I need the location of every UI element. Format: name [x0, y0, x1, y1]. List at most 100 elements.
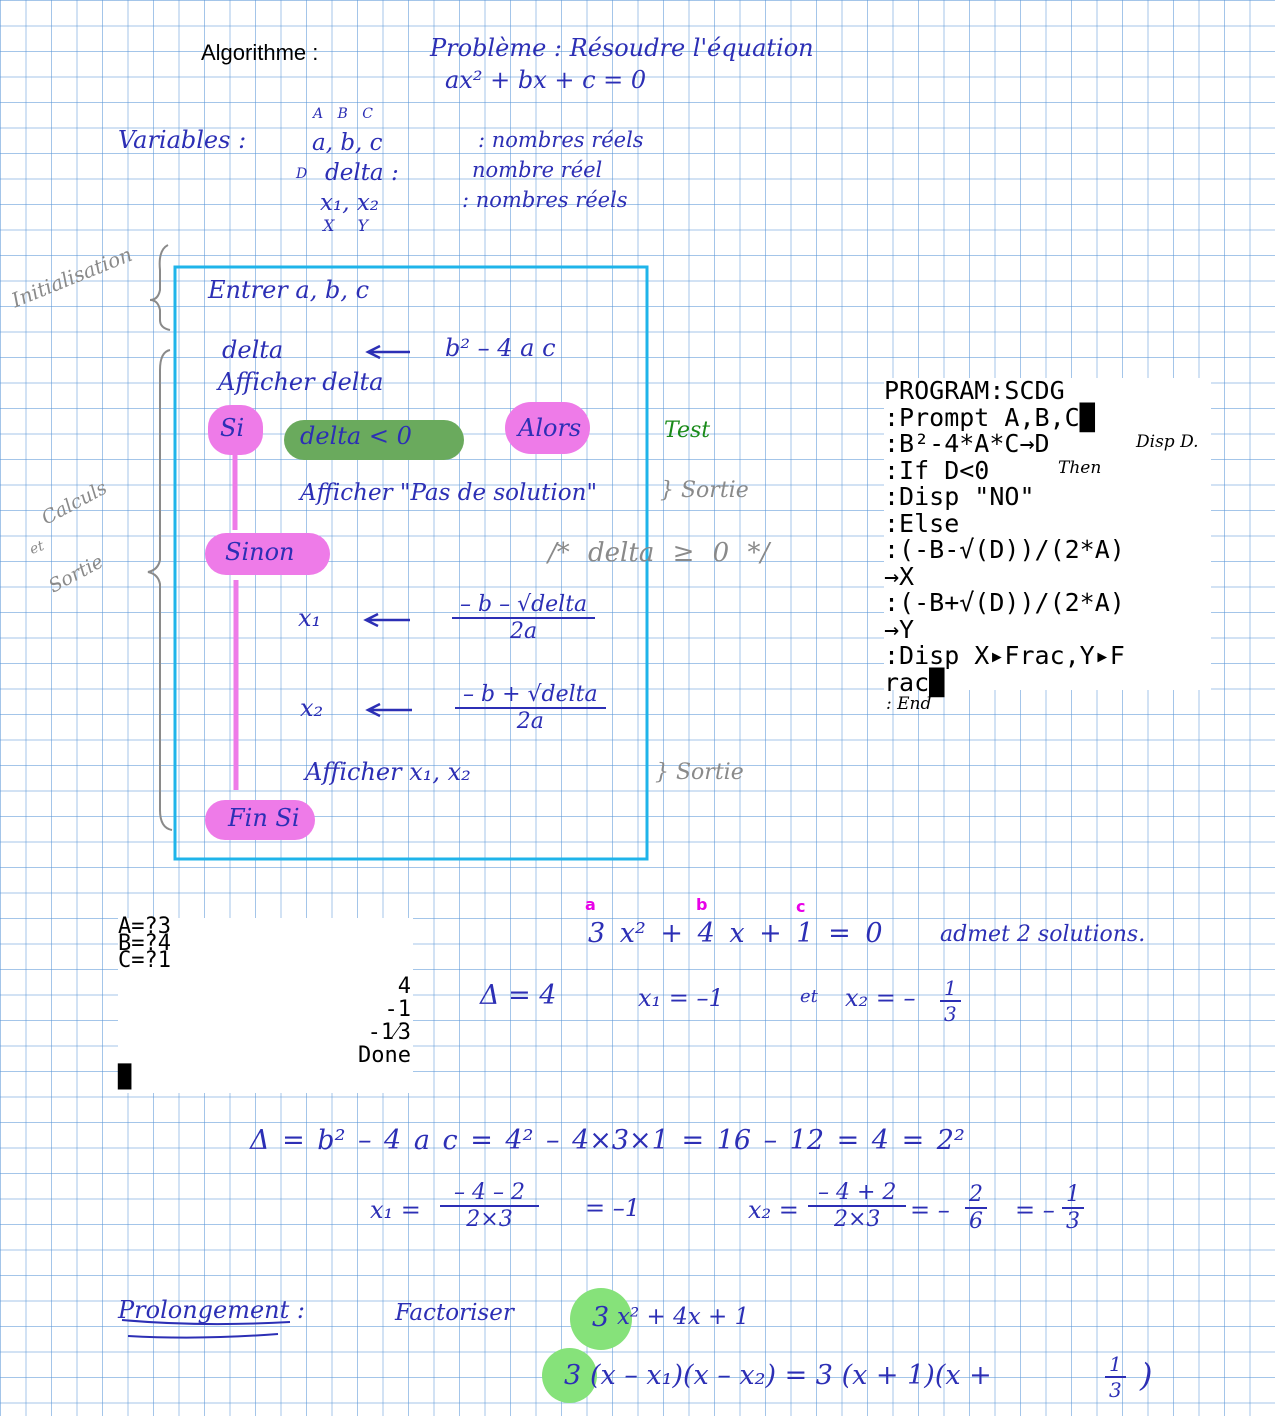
- work-x1-label: x₁ =: [370, 1196, 421, 1224]
- x1-numerator: – b – √delta: [452, 592, 596, 619]
- variables-row2-mark: D: [296, 166, 308, 182]
- program-line: :(-B-√(D))/(2*A): [884, 535, 1125, 564]
- algo-condition: delta < 0: [300, 422, 412, 450]
- program-line: PROGRAM:SCDG: [884, 376, 1065, 405]
- variables-row1-type: : nombres réels: [478, 128, 644, 152]
- program-note-disp: Disp D.: [1136, 432, 1199, 452]
- prolongement-coef: 3: [592, 1302, 610, 1333]
- prolongement-label: Prolongement :: [118, 1296, 305, 1324]
- algo-fin-si: Fin Si: [228, 804, 300, 832]
- si-highlight: [208, 405, 263, 455]
- program-line: :Disp X▸Frac,Y▸F: [884, 641, 1125, 670]
- prolongement-poly-rest: x² + 4x + 1: [617, 1304, 750, 1330]
- program-line: →X: [884, 561, 915, 591]
- program-note-then: Then: [1058, 458, 1102, 478]
- program-line: :If D<0: [884, 455, 990, 485]
- arrow-x2: [365, 702, 412, 718]
- label-sortie-2: } Sortie: [655, 760, 744, 785]
- example-statement: admet 2 solutions.: [940, 922, 1146, 947]
- page-title: Algorithme :: [201, 40, 319, 65]
- prolongement-factored: (x – x₁)(x – x₂) = 3 (x + 1)(x +: [590, 1360, 992, 1391]
- work-x2-res-den: 3: [1066, 1209, 1080, 1234]
- program-line: :B²-4*A*C→D: [884, 429, 1050, 458]
- example-x2-num: 1: [940, 976, 961, 1002]
- program-line: :Disp "NO": [884, 482, 1035, 511]
- example-equation: 3 x² + 4 x + 1 = 0: [588, 918, 883, 949]
- work-x2-res-num: 1: [1062, 1182, 1084, 1209]
- work-x1-den: 2×3: [466, 1207, 513, 1232]
- arrow-delta: [365, 344, 410, 360]
- example-x1: x₁ = –1: [638, 984, 724, 1012]
- prolongement-underline: [121, 1319, 291, 1326]
- prolongement-frac-den: 3: [1109, 1378, 1122, 1402]
- sinon-highlight: [205, 533, 330, 575]
- example-et: et: [800, 986, 818, 1007]
- probleme-line1: Problème : Résoudre l'équation: [430, 34, 814, 62]
- coef-highlight: [570, 1288, 632, 1350]
- brace-calculs: [147, 349, 173, 831]
- fin-si-highlight: [205, 800, 315, 840]
- variables-row2: delta :: [325, 160, 399, 186]
- condition-highlight: [284, 420, 464, 460]
- example-label-b: b: [696, 895, 708, 914]
- example-x2-den: 3: [944, 1002, 957, 1026]
- variables-row3: x₁, x₂: [320, 190, 380, 216]
- output-prompt: B=?4: [118, 931, 171, 956]
- algo-x2-label: x₂: [300, 694, 324, 722]
- variables-row3-type: : nombres réels: [462, 188, 628, 212]
- example-label-c: c: [796, 897, 806, 916]
- algo-afficher-pas: Afficher "Pas de solution": [300, 480, 598, 506]
- prolongement-frac-num: 1: [1105, 1352, 1126, 1378]
- prolongement-underline-2: [127, 1333, 279, 1339]
- probleme-line2: ax² + bx + c = 0: [445, 66, 647, 94]
- output-result: -1⁄3: [367, 1020, 411, 1045]
- work-x2-mid-num: 2: [965, 1182, 987, 1209]
- example-label-a: a: [585, 895, 596, 914]
- work-x2-eq2: = –: [1015, 1196, 1055, 1224]
- work-x2-label: x₂ =: [748, 1196, 799, 1224]
- output-prompt: C=?1: [118, 948, 171, 973]
- prolongement-close: ): [1140, 1356, 1153, 1394]
- output-result: -1: [384, 997, 412, 1022]
- variables-row2-type: nombre réel: [472, 158, 603, 182]
- output-result: 4: [397, 974, 411, 999]
- algo-entrer: Entrer a, b, c: [208, 276, 370, 304]
- work-x2-mid-den: 6: [969, 1209, 983, 1234]
- variables-letters-abc: A B C: [313, 106, 374, 122]
- example-delta: Δ = 4: [480, 980, 557, 1011]
- program-line: rac█: [884, 667, 945, 697]
- algo-sinon: Sinon: [225, 538, 295, 566]
- work-x1-num: – 4 – 2: [440, 1180, 539, 1207]
- alors-highlight: [505, 402, 590, 454]
- arrow-x1: [363, 612, 410, 628]
- algo-delta-right: b² – 4 a c: [445, 334, 556, 362]
- coef2-highlight: [542, 1348, 597, 1403]
- brace-initialisation: [149, 244, 171, 331]
- work-x2-num: – 4 + 2: [808, 1180, 907, 1207]
- algo-afficher-delta: Afficher delta: [218, 368, 384, 396]
- algorithm-box: [173, 265, 649, 861]
- program-line: :Else: [884, 508, 960, 538]
- x2-numerator: – b + √delta: [455, 682, 606, 709]
- x1-denominator: 2a: [510, 619, 538, 644]
- program-end: : End: [886, 694, 932, 714]
- output-result: Done: [358, 1043, 411, 1068]
- example-x2: x₂ = –: [845, 984, 916, 1012]
- variables-label: Variables :: [118, 126, 247, 154]
- program-line: →Y: [884, 614, 915, 644]
- work-x2-eq1: = –: [910, 1196, 950, 1224]
- algo-comment: /* delta ≥ 0 */: [548, 538, 770, 568]
- prolongement-coef2: 3: [564, 1360, 582, 1391]
- program-line: :(-B+√(D))/(2*A): [884, 588, 1125, 617]
- algo-afficher-x: Afficher x₁, x₂: [305, 758, 471, 786]
- program-line: :Prompt A,B,C█: [884, 402, 1095, 432]
- work-x2-den: 2×3: [833, 1207, 881, 1232]
